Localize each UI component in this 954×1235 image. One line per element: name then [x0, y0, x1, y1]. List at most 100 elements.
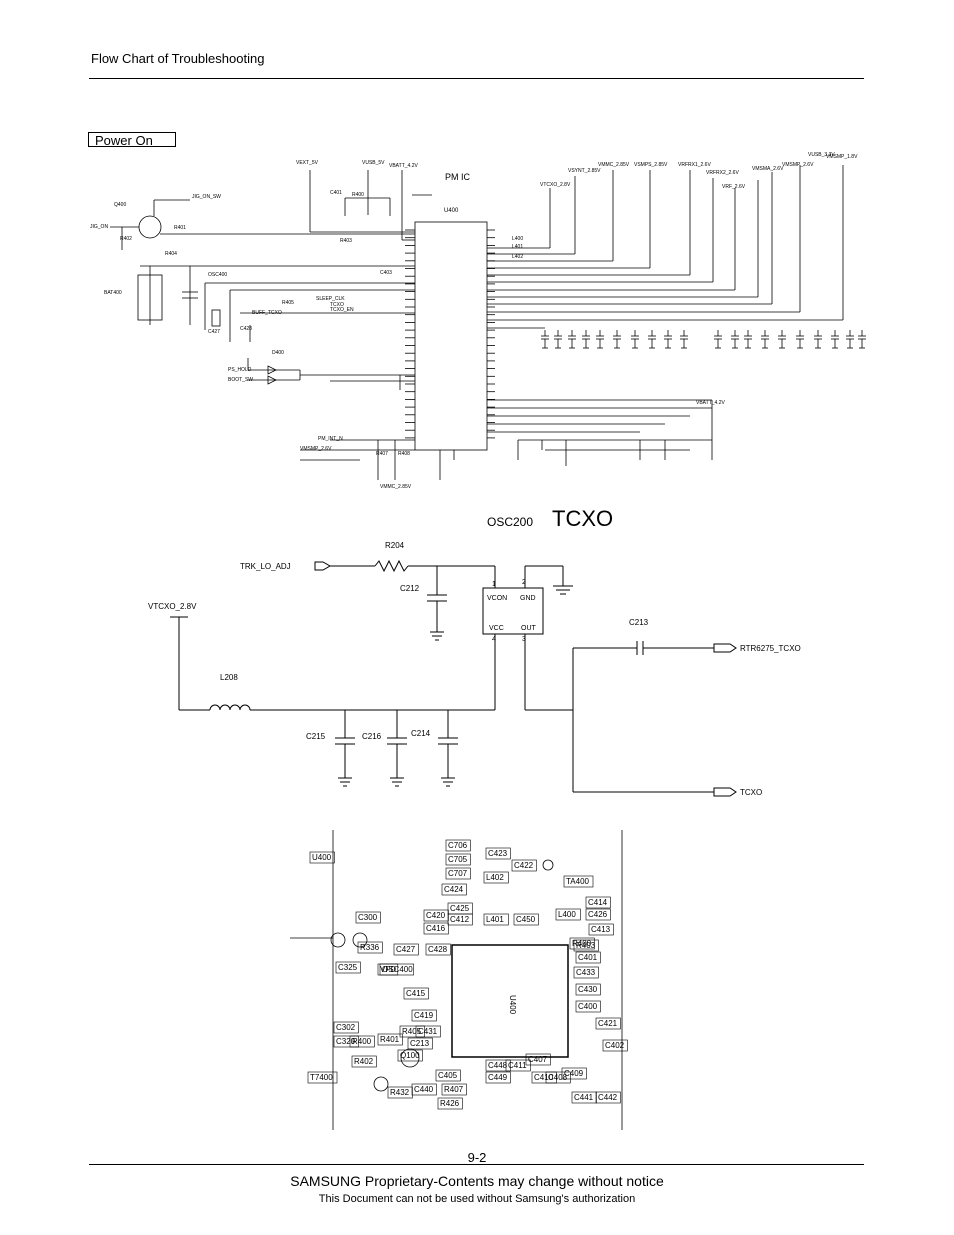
pcb-component-label: C427 — [396, 945, 416, 954]
rail-label: VSYNT_2.85V — [568, 168, 601, 174]
rail-label: VSMPS_2.85V — [634, 162, 668, 168]
vcon-label: VCON — [487, 595, 507, 602]
pcb-component — [309, 851, 335, 864]
rail-label: VRF_2.6V — [722, 184, 746, 190]
pcb-component-label: C414 — [588, 898, 608, 907]
pcb-component — [393, 943, 419, 956]
pcb-component-label: L402 — [486, 873, 504, 882]
part-label: L402 — [512, 254, 523, 260]
pcb-component-label: C441 — [574, 1093, 594, 1102]
net-label: TCXO_EN — [330, 307, 354, 313]
trk-lo-adj-label: TRK_LO_ADJ — [240, 562, 291, 571]
pcb-component-label: C421 — [598, 1019, 618, 1028]
pcb-component-label: R432 — [390, 1088, 410, 1097]
pcb-component-label: C442 — [598, 1093, 618, 1102]
r204-label: R204 — [385, 541, 405, 550]
out-label: OUT — [521, 625, 537, 632]
pcb-component-label: R403 — [576, 941, 596, 950]
pcb-component-label: R407 — [444, 1085, 464, 1094]
pcb-component-label: R400 — [352, 1037, 372, 1046]
pcb-component — [411, 1009, 437, 1022]
pcb-component — [585, 896, 611, 909]
pmic-body — [414, 221, 488, 451]
pcb-component — [403, 987, 429, 1000]
pcb-component-label: TA400 — [566, 877, 590, 886]
l208-inductor — [209, 704, 251, 711]
pcb-component-label: C422 — [514, 861, 534, 870]
rtr6275-tcxo-label: RTR6275_TCXO — [740, 644, 801, 653]
header-title: Flow Chart of Troubleshooting — [91, 51, 265, 66]
pcb-component — [407, 1037, 433, 1050]
part-label: C401 — [330, 190, 342, 196]
pcb-component — [445, 839, 471, 852]
vtcxo-label: VTCXO_2.8V — [148, 602, 197, 611]
pin1-label: 1 — [492, 581, 496, 588]
pcb-component — [377, 1033, 403, 1046]
pcb-component-label: C430 — [578, 985, 598, 994]
pcb-component-label: C410 — [534, 1073, 554, 1082]
footer-notice: SAMSUNG Proprietary-Contents may change … — [290, 1173, 664, 1189]
net-label: JIG_ON_SW — [192, 194, 221, 200]
pcb-component — [485, 847, 511, 860]
pcb-chip-label: U400 — [508, 995, 517, 1015]
pcb-component-label: C706 — [448, 841, 468, 850]
part-label: R402 — [120, 236, 132, 242]
pcb-component — [571, 1091, 597, 1104]
c215-label: C215 — [306, 732, 326, 741]
pcb-component-label: R402 — [354, 1057, 374, 1066]
pcb-component — [588, 923, 614, 936]
pcb-component — [511, 859, 537, 872]
pcb-component — [437, 1097, 463, 1110]
part-label: L400 — [512, 236, 523, 242]
pcb-component — [411, 1083, 437, 1096]
pcb-component-label: L400 — [558, 910, 576, 919]
pcb-component — [333, 1035, 359, 1048]
pmic-ref: U400 — [444, 208, 459, 214]
pcb-component-label: C705 — [448, 855, 468, 864]
vcc-label: VCC — [489, 625, 504, 632]
net-label: VMMC_2.85V — [380, 484, 412, 490]
pcb-component — [513, 913, 539, 926]
pcb-component-label: C407 — [528, 1055, 548, 1064]
q400-transistor — [138, 215, 162, 239]
osc200-body — [482, 587, 544, 635]
pcb-component — [377, 963, 399, 976]
rail-label: VMMC_2.85V — [598, 162, 630, 168]
part-label: BAT400 — [104, 290, 122, 296]
net-label: TCXO — [330, 302, 344, 308]
pcb-component — [595, 1017, 621, 1030]
pcb-component — [569, 937, 595, 950]
rail-label: VRFRX1_2.6V — [678, 162, 711, 168]
pcb-component-label: C428 — [428, 945, 448, 954]
pcb-component-label: C412 — [450, 915, 470, 924]
pcb-component-label: C325 — [338, 963, 358, 972]
pcb-component-label: C213 — [410, 1039, 430, 1048]
net-label: VMSMP_2.6V — [300, 446, 332, 452]
part-label: R401 — [174, 225, 186, 231]
c216-label: C216 — [362, 732, 382, 741]
pin3-label: 3 — [522, 636, 526, 643]
pcb-component — [307, 1071, 338, 1084]
pcb-component — [545, 1071, 571, 1084]
pcb-component — [351, 1055, 377, 1068]
part-label: R403 — [340, 238, 352, 244]
pin2-label: 2 — [522, 579, 526, 586]
pcb-component — [531, 1071, 557, 1084]
pcb-component-label: C413 — [591, 925, 611, 934]
pcb-component-label: C425 — [450, 904, 470, 913]
c212-label: C212 — [400, 584, 420, 593]
part-label: D400 — [272, 350, 284, 356]
part-label: R400 — [352, 192, 364, 198]
rail-label: VEXT_5V — [296, 160, 319, 166]
pcb-component-label: C320 — [336, 1037, 356, 1046]
pcb-component — [423, 909, 449, 922]
pcb-component-label: C449 — [488, 1073, 508, 1082]
pcb-component — [555, 908, 581, 921]
pcb-component-label: C402 — [605, 1041, 625, 1050]
pcb-component — [573, 966, 599, 979]
pcb-component — [483, 913, 509, 926]
pcb-component — [573, 939, 599, 952]
pcb-component-label: VFD — [380, 965, 396, 974]
pcb-component — [445, 867, 471, 880]
